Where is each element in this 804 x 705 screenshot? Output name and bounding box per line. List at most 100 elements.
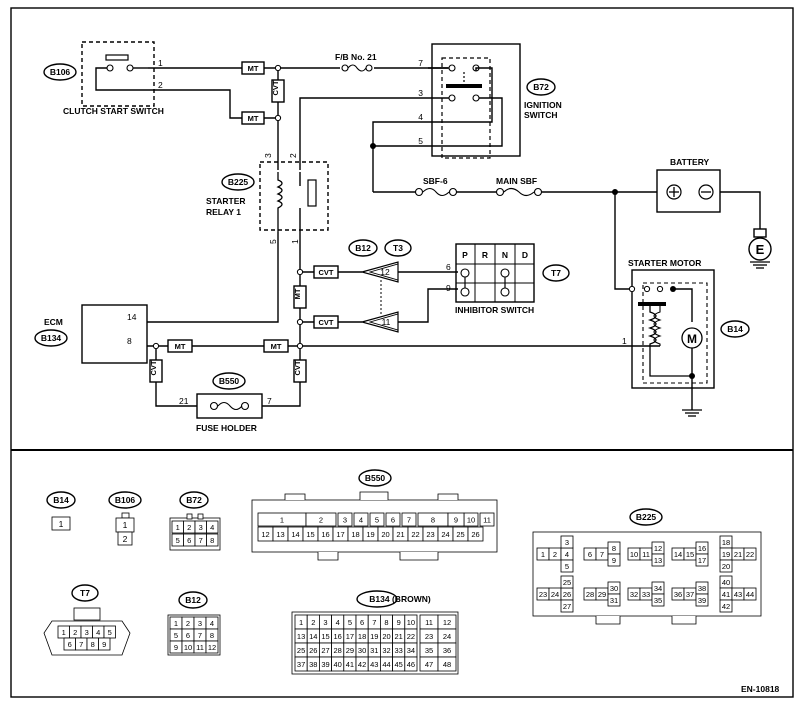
pin-number: 17 <box>346 632 354 641</box>
pin-number: 8 <box>210 631 214 640</box>
svg-text:B12: B12 <box>355 243 371 253</box>
svg-text:8: 8 <box>127 336 132 346</box>
pin-number: 45 <box>395 660 403 669</box>
svg-text:9: 9 <box>446 283 451 293</box>
pin-number: 16 <box>698 544 706 553</box>
svg-text:B72: B72 <box>533 82 549 92</box>
pin-cell <box>651 553 665 567</box>
ground-e: E <box>748 228 772 269</box>
svg-text:BATTERY: BATTERY <box>670 157 710 167</box>
pin-number: 2 <box>319 516 323 525</box>
pin-number: 31 <box>370 646 378 655</box>
starter-relay-label: STARTER <box>206 196 246 206</box>
svg-text:T3: T3 <box>393 243 403 253</box>
svg-text:ECM: ECM <box>44 317 63 327</box>
pin-number: 41 <box>722 590 730 599</box>
pin-cell <box>607 593 621 607</box>
svg-text:B106: B106 <box>50 67 71 77</box>
pin-number: 7 <box>79 640 83 649</box>
svg-text:B550: B550 <box>219 376 240 386</box>
svg-text:1: 1 <box>59 519 64 529</box>
pin-cell <box>404 656 418 672</box>
pin-number: 3 <box>199 523 203 532</box>
starter-relay: 3 2 5 1 STARTER RELAY 1 <box>206 153 329 244</box>
connector-tag-b14: B14 <box>720 320 750 338</box>
pin-number: 3 <box>85 628 89 637</box>
pin-number: 19 <box>722 550 730 559</box>
pin-number: 11 <box>196 643 204 652</box>
pin-number: 24 <box>551 590 559 599</box>
frame <box>10 7 794 698</box>
pin-number: 15 <box>686 550 694 559</box>
connector-tag-b106: B106 <box>43 63 77 81</box>
connector-tag-b72: B72 <box>526 78 556 96</box>
pin-number: 5 <box>565 562 569 571</box>
pin-number: 25 <box>563 578 571 587</box>
pin-number: 33 <box>395 646 403 655</box>
pin-number: 9 <box>612 556 616 565</box>
svg-text:B12: B12 <box>185 595 201 605</box>
svg-text:R: R <box>482 250 488 260</box>
clutch-switch-label: CLUTCH START SWITCH <box>63 106 164 116</box>
svg-text:1: 1 <box>290 239 300 244</box>
pin-number: 18 <box>358 632 366 641</box>
pin-number: 29 <box>346 646 354 655</box>
pin-number: 43 <box>734 590 742 599</box>
svg-text:T7: T7 <box>551 268 561 278</box>
pin-number: 11 <box>483 516 491 525</box>
pin-number: 3 <box>198 619 202 628</box>
pin-number: 7 <box>372 618 376 627</box>
b134-title: B134 (BROWN) <box>369 594 431 604</box>
pin-number: 7 <box>600 550 604 559</box>
pin-number: 47 <box>425 660 433 669</box>
pin-number: 17 <box>698 556 706 565</box>
pin-number: 1 <box>174 619 178 628</box>
pin-number: 10 <box>467 516 475 525</box>
fuse-holder: 21 7 FUSE HOLDER <box>179 393 272 433</box>
svg-text:B72: B72 <box>186 495 202 505</box>
svg-text:E: E <box>756 242 765 257</box>
pin-number: 38 <box>309 660 317 669</box>
pin-number: 10 <box>407 618 415 627</box>
pin-number: 38 <box>698 584 706 593</box>
pin-cell <box>98 637 111 651</box>
pin-number: 4 <box>359 516 363 525</box>
pin-number: 4 <box>96 628 100 637</box>
pin-number: 1 <box>541 550 545 559</box>
pin-number: 9 <box>454 516 458 525</box>
pin-number: 5 <box>108 628 112 637</box>
pin-number: 1 <box>280 516 284 525</box>
pin-number: 37 <box>297 660 305 669</box>
pin-number: 11 <box>425 618 433 627</box>
pin-number: 18 <box>722 538 730 547</box>
pin-number: 2 <box>553 550 557 559</box>
starter-motor: M 1 STARTER MOTOR <box>622 258 715 417</box>
mt-label: MT <box>248 64 259 73</box>
pin-number: 24 <box>443 632 451 641</box>
pin-number: 23 <box>426 530 434 539</box>
pin-cell <box>560 535 574 549</box>
svg-text:5: 5 <box>418 136 423 146</box>
svg-text:M: M <box>687 332 697 346</box>
svg-text:B106: B106 <box>115 495 136 505</box>
pin-cell <box>337 512 353 527</box>
pin-number: 12 <box>443 618 451 627</box>
pin-number: 29 <box>598 590 606 599</box>
pin-number: 14 <box>291 530 299 539</box>
pin-number: 26 <box>309 646 317 655</box>
pin-number: 12 <box>654 544 662 553</box>
pin-number: 6 <box>187 536 191 545</box>
pin-number: 42 <box>358 660 366 669</box>
pin-cell <box>743 547 757 561</box>
pin-number: 3 <box>323 618 327 627</box>
connector-tag-b225: B225 <box>221 173 255 191</box>
pin-cell <box>401 512 417 527</box>
pin-number: 8 <box>384 618 388 627</box>
starter-relay-label: RELAY 1 <box>206 207 241 217</box>
pin-number: 44 <box>746 590 754 599</box>
pin-number: 9 <box>397 618 401 627</box>
